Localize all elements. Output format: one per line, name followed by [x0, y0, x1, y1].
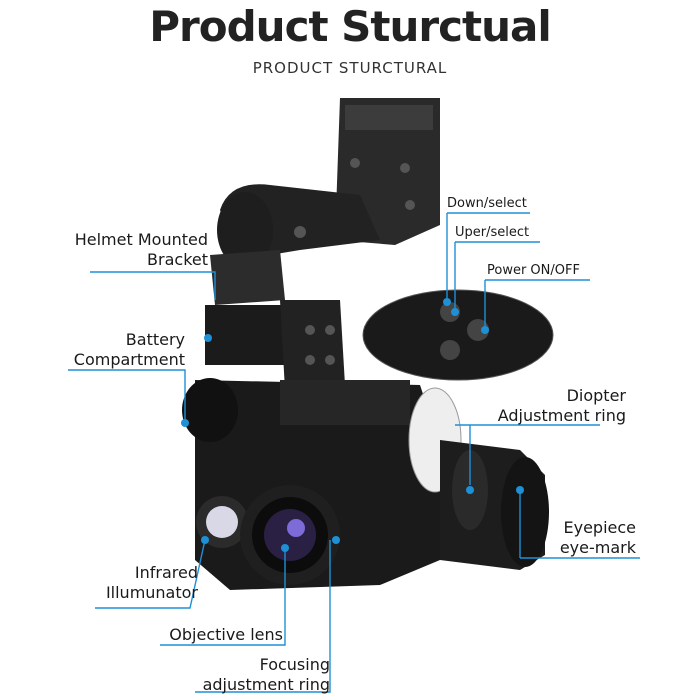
label-line: Diopter [566, 386, 626, 405]
controls-zoom-callout [362, 289, 554, 381]
label-line: Battery [125, 330, 185, 349]
page-title: Product Sturctual [149, 2, 551, 51]
label-infrared: Infrared Illumunator [20, 563, 198, 603]
page-subtitle: PRODUCT STURCTURAL [252, 59, 448, 77]
label-uper-select: Uper/select [455, 225, 530, 240]
label-line: Compartment [73, 350, 185, 369]
label-line: Eyepiece [563, 518, 636, 537]
leader-dots [181, 298, 524, 552]
label-line: Bracket [147, 250, 208, 269]
label-line: eye-mark [559, 538, 636, 557]
label-line: Helmet Mounted [74, 230, 208, 249]
label-helmet-mount: Helmet Mounted Bracket [20, 230, 208, 270]
label-line: adjustment ring [202, 675, 330, 694]
label-line: Adjustment ring [497, 406, 626, 425]
label-line: Focusing [259, 655, 330, 674]
label-objective: Objective lens [169, 625, 283, 644]
label-battery: Battery Compartment [20, 330, 185, 370]
label-eyepiece: Eyepiece eye-mark [520, 518, 636, 558]
battery-compartment [205, 300, 345, 390]
objective-lens [240, 485, 340, 585]
label-down-select: Down/select [447, 196, 527, 211]
label-line: Infrared [134, 563, 198, 582]
helmet-bracket-arm [210, 184, 380, 305]
label-diopter: Diopter Adjustment ring [430, 386, 626, 426]
label-focusing: Focusing adjustment ring [100, 655, 330, 695]
label-power: Power ON/OFF [487, 263, 580, 278]
infrared-illuminator [196, 496, 248, 548]
label-line: Illumunator [105, 583, 198, 602]
leader-lines [68, 212, 640, 693]
